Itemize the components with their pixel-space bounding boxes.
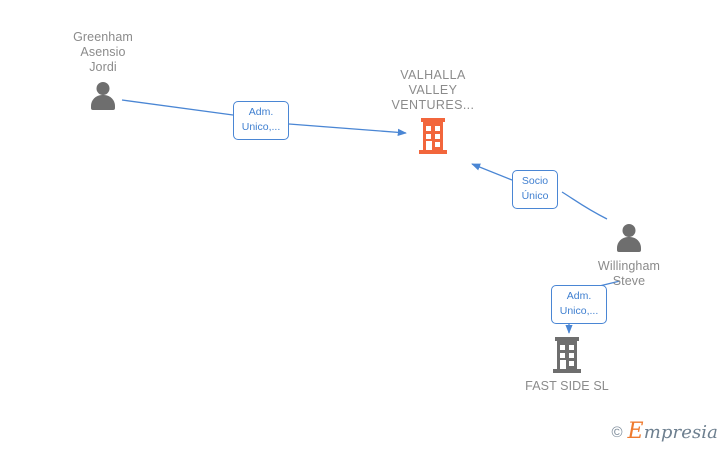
edge-socio-label-to-valhalla [471, 163, 513, 181]
edge-willingham-to-socio-label [561, 191, 608, 220]
edge-label-adm-unico-greenham[interactable]: Adm. Unico,... [233, 101, 289, 140]
edge-label-adm-unico-fastside[interactable]: Adm. Unico,... [551, 285, 607, 324]
empresia-watermark: © Empresia [611, 421, 718, 443]
empresia-logo-initial: E [627, 419, 644, 444]
person-icon [88, 81, 118, 111]
edge-label-socio-unico[interactable]: Socio Único [512, 170, 558, 209]
node-label-fastside: FAST SIDE SL [525, 379, 609, 393]
node-company-valhalla[interactable]: VALHALLA VALLEY VENTURES... [363, 68, 503, 154]
node-label-willingham: Willingham Steve [597, 259, 661, 288]
node-company-fastside[interactable]: FAST SIDE SL [497, 337, 637, 394]
copyright-icon: © [611, 424, 623, 441]
node-person-willingham[interactable]: Willingham Steve [559, 223, 699, 289]
building-icon [553, 337, 581, 373]
edge-greenham-to-label [121, 99, 234, 116]
node-label-valhalla: VALHALLA VALLEY VENTURES... [391, 68, 475, 112]
empresia-logo-rest: mpresia [643, 422, 718, 443]
node-label-greenham: Greenham Asensio Jordi [73, 30, 133, 74]
person-icon [614, 223, 644, 253]
building-icon-highlighted [419, 118, 447, 154]
edge-label-to-valhalla [288, 123, 407, 137]
empresia-logo: Empresia [628, 421, 718, 443]
node-person-greenham[interactable]: Greenham Asensio Jordi [33, 30, 173, 111]
